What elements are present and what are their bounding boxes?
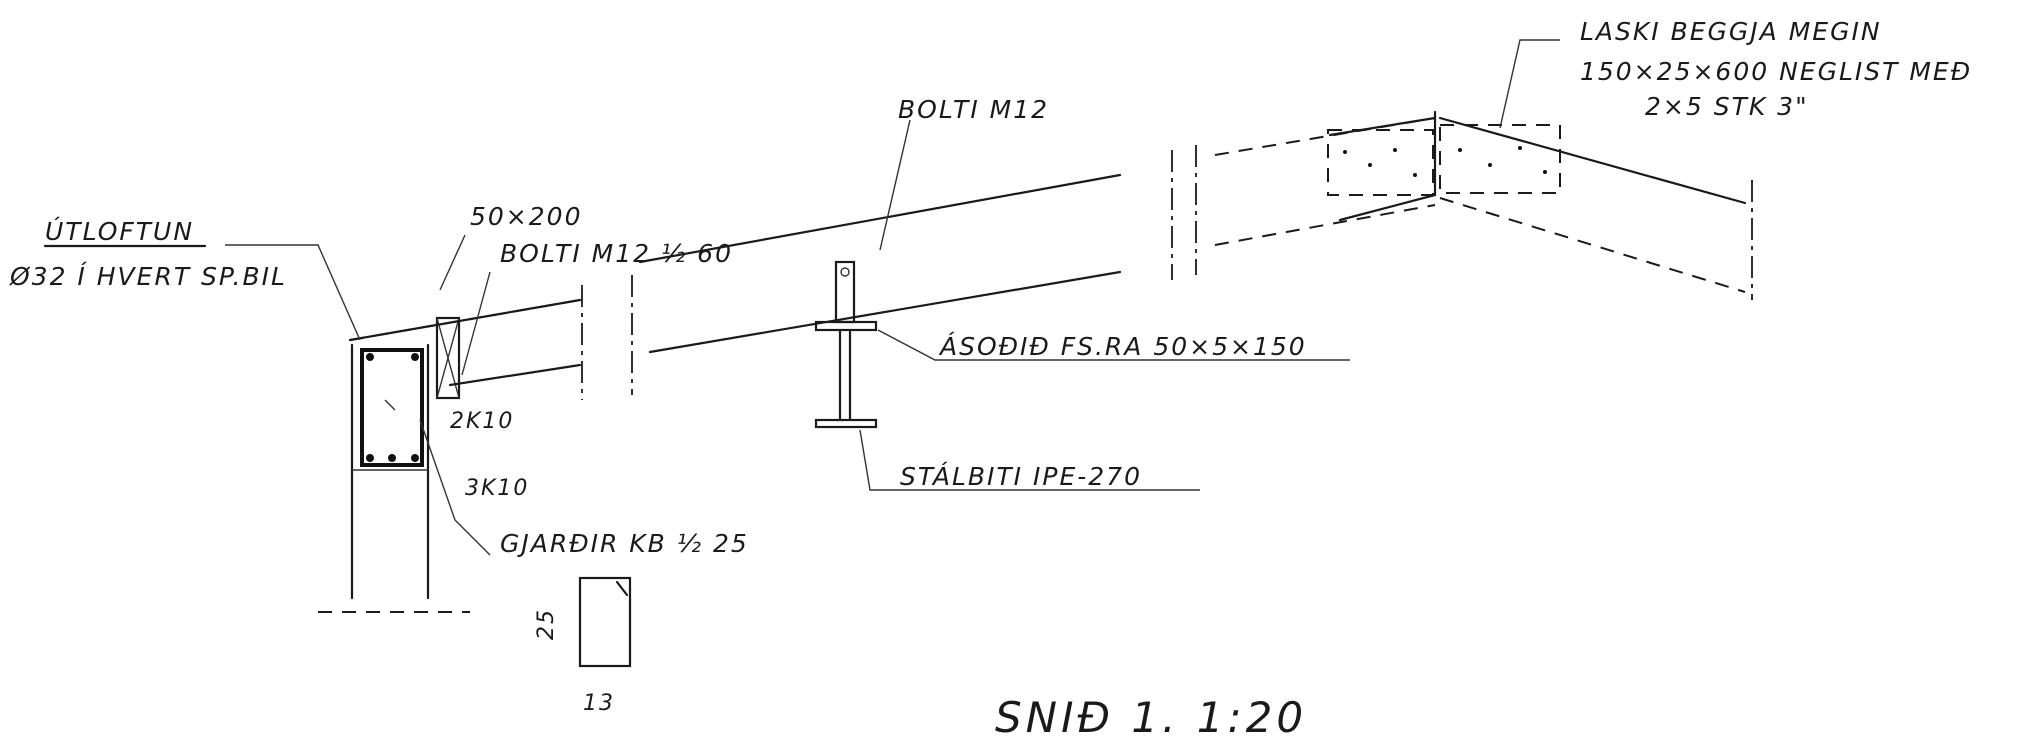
- ridge-splice: [1327, 110, 1753, 300]
- wall-column: [318, 343, 470, 613]
- ring-beam-section: [360, 348, 424, 467]
- steel-beam: [814, 260, 878, 429]
- rafter-block: [435, 316, 461, 400]
- label-splice-line2: 150×25×600 NEGLIST MEÐ: [1580, 57, 1972, 86]
- drawing-title: SNIÐ 1. 1:20: [995, 693, 1307, 739]
- label-utloftun: ÚTLOFTUN: [45, 216, 194, 246]
- detail-box: [578, 576, 632, 668]
- label-bolt-m12: BOLTI M12: [898, 95, 1049, 124]
- break-lines: [581, 145, 1197, 400]
- label-splice-line3: 2×5 STK 3": [1645, 92, 1809, 121]
- label-utloftun-spec: Ø32 Í HVERT SP.BIL: [9, 262, 287, 291]
- label-rafter-size: 50×200: [470, 202, 582, 231]
- label-steel-beam: STÁLBITI IPE-270: [900, 462, 1142, 491]
- rafter-main: [348, 116, 1437, 387]
- label-plate: ÁSOÐIÐ FS.RA 50×5×150: [938, 332, 1307, 361]
- label-ring-beam: GJARÐIR KB ½ 25: [500, 529, 749, 558]
- label-bolt-m12-60: BOLTI M12 ½ 60: [500, 239, 733, 268]
- label-rebar-bottom: 3K10: [465, 476, 529, 501]
- label-dim-height: 25: [534, 608, 559, 640]
- label-rebar-top: 2K10: [450, 409, 514, 434]
- leader-lines: [225, 39, 1560, 556]
- label-splice-line1: LASKI BEGGJA MEGIN: [1580, 17, 1882, 46]
- label-dim-width: 13: [583, 691, 615, 716]
